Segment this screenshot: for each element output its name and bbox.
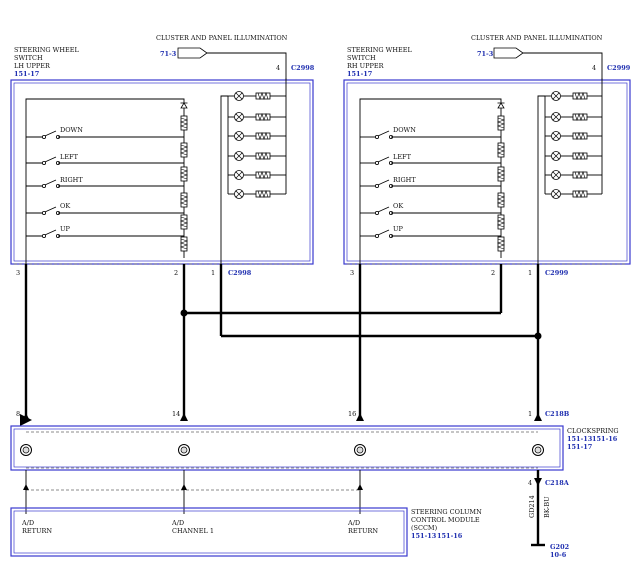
right-bottom-connector: C2999	[545, 269, 569, 277]
clockspring-terminal	[178, 444, 190, 456]
left-top-connector: C2998	[291, 64, 315, 72]
right-lamp-ladder	[537, 78, 603, 264]
sccm-title2: CONTROL MODULE	[411, 516, 480, 524]
left-switch-inner-frame	[13, 82, 311, 262]
clockspring-terminal	[532, 444, 544, 456]
right-switch-inner-frame	[346, 82, 628, 262]
clockspring-pin-14: 14	[172, 410, 180, 418]
right-pin-1: 1	[528, 269, 532, 277]
clockspring-ref-3[interactable]: 151-17	[567, 443, 592, 451]
right-pin-2: 2	[491, 269, 495, 277]
ground-label: G202	[550, 543, 569, 551]
left-bottom-connector: C2998	[228, 269, 252, 277]
right-button-down: DOWN	[393, 126, 416, 134]
right-button-left: LEFT	[393, 153, 412, 161]
right-switch-title2: SWITCH	[347, 54, 376, 62]
wire-circuit: GD214	[528, 495, 536, 518]
clockspring-title: CLOCKSPRING	[567, 427, 619, 435]
sccm-input-1-line2: RETURN	[22, 527, 52, 535]
splice-dot	[180, 309, 188, 317]
left-button-down: DOWN	[60, 126, 83, 134]
sccm-input-3-line2: RETURN	[348, 527, 378, 535]
left-illumination-ref[interactable]: 71-3	[160, 50, 177, 58]
left-switch-title2: SWITCH	[14, 54, 43, 62]
sccm-input-2-line2: CHANNEL 1	[172, 527, 214, 535]
clockspring-ref-1[interactable]: 151-13	[567, 435, 593, 443]
left-switch-title1: STEERING WHEEL	[14, 46, 80, 54]
right-button-right: RIGHT	[393, 176, 416, 184]
sccm-ref-1[interactable]: 151-13	[411, 532, 437, 540]
sccm-input-2-line1: A/D	[171, 519, 184, 527]
clockspring-pin-8: 8	[16, 410, 20, 418]
right-illumination-label: CLUSTER AND PANEL ILLUMINATION	[471, 34, 603, 42]
clockspring: 8 14 16 1 C218B CLOCKSPRING 151-13 151-1…	[10, 410, 619, 471]
left-button-left: LEFT	[60, 153, 79, 161]
sccm-title1: STEERING COLUMN	[411, 508, 482, 516]
right-button-ok: OK	[393, 202, 403, 210]
right-top-connector: C2999	[607, 64, 631, 72]
clockspring-connector-bottom: C218A	[545, 479, 570, 487]
left-switch-title3: LH UPPER	[14, 62, 51, 70]
right-top-pin: 4	[592, 64, 596, 72]
right-switch-title3: RH UPPER	[347, 62, 385, 70]
clockspring-pin-1: 1	[528, 410, 532, 418]
right-switch-button-rows	[360, 130, 501, 239]
left-button-right: RIGHT	[60, 176, 83, 184]
right-switch: STEERING WHEEL SWITCH RH UPPER 151-17 DO…	[343, 34, 631, 277]
right-switch-title1: STEERING WHEEL	[347, 46, 413, 54]
right-button-up: UP	[393, 225, 403, 233]
clockspring-terminal	[354, 444, 366, 456]
left-top-pin: 4	[276, 64, 280, 72]
clockspring-terminal	[20, 444, 32, 456]
left-pin-1: 1	[211, 269, 215, 277]
left-illumination-label: CLUSTER AND PANEL ILLUMINATION	[156, 34, 288, 42]
clockspring-connector-top: C218B	[545, 410, 570, 418]
sccm-module: A/D RETURN A/D CHANNEL 1 A/D RETURN STEE…	[10, 470, 482, 557]
right-pin-3: 3	[350, 269, 354, 277]
clockspring-ref-2[interactable]: 151-16	[592, 435, 618, 443]
left-pin-2: 2	[174, 269, 178, 277]
sccm-input-1-line1: A/D	[21, 519, 34, 527]
left-switch: STEERING WHEEL SWITCH LH UPPER 151-17 DO…	[10, 34, 315, 277]
left-pin-3: 3	[16, 269, 20, 277]
left-lamp-ladder	[220, 78, 287, 264]
left-switch-ref[interactable]: 151-17	[14, 70, 39, 78]
ground-ref[interactable]: 10-6	[550, 551, 567, 559]
ground-branch: 4 C218A GD214 BK-BU G202 10-6	[528, 470, 570, 559]
clockspring-bottom-pin: 4	[528, 479, 532, 487]
sccm-frame	[10, 507, 408, 557]
left-illumination-connector-icon	[177, 47, 208, 59]
sccm-ref-2[interactable]: 151-16	[437, 532, 463, 540]
sccm-input-3-line1: A/D	[347, 519, 360, 527]
right-illumination-ref[interactable]: 71-3	[477, 50, 494, 58]
wire-color: BK-BU	[543, 496, 551, 518]
left-button-ok: OK	[60, 202, 70, 210]
clockspring-frame	[10, 425, 564, 471]
left-switch-button-rows	[26, 130, 184, 239]
splice-dot	[534, 332, 542, 340]
right-illumination-connector-icon	[493, 47, 524, 59]
clockspring-pin-16: 16	[348, 410, 356, 418]
right-switch-ref[interactable]: 151-17	[347, 70, 372, 78]
harness-wires	[20, 264, 542, 426]
left-button-up: UP	[60, 225, 70, 233]
sccm-title3: (SCCM)	[411, 524, 438, 532]
